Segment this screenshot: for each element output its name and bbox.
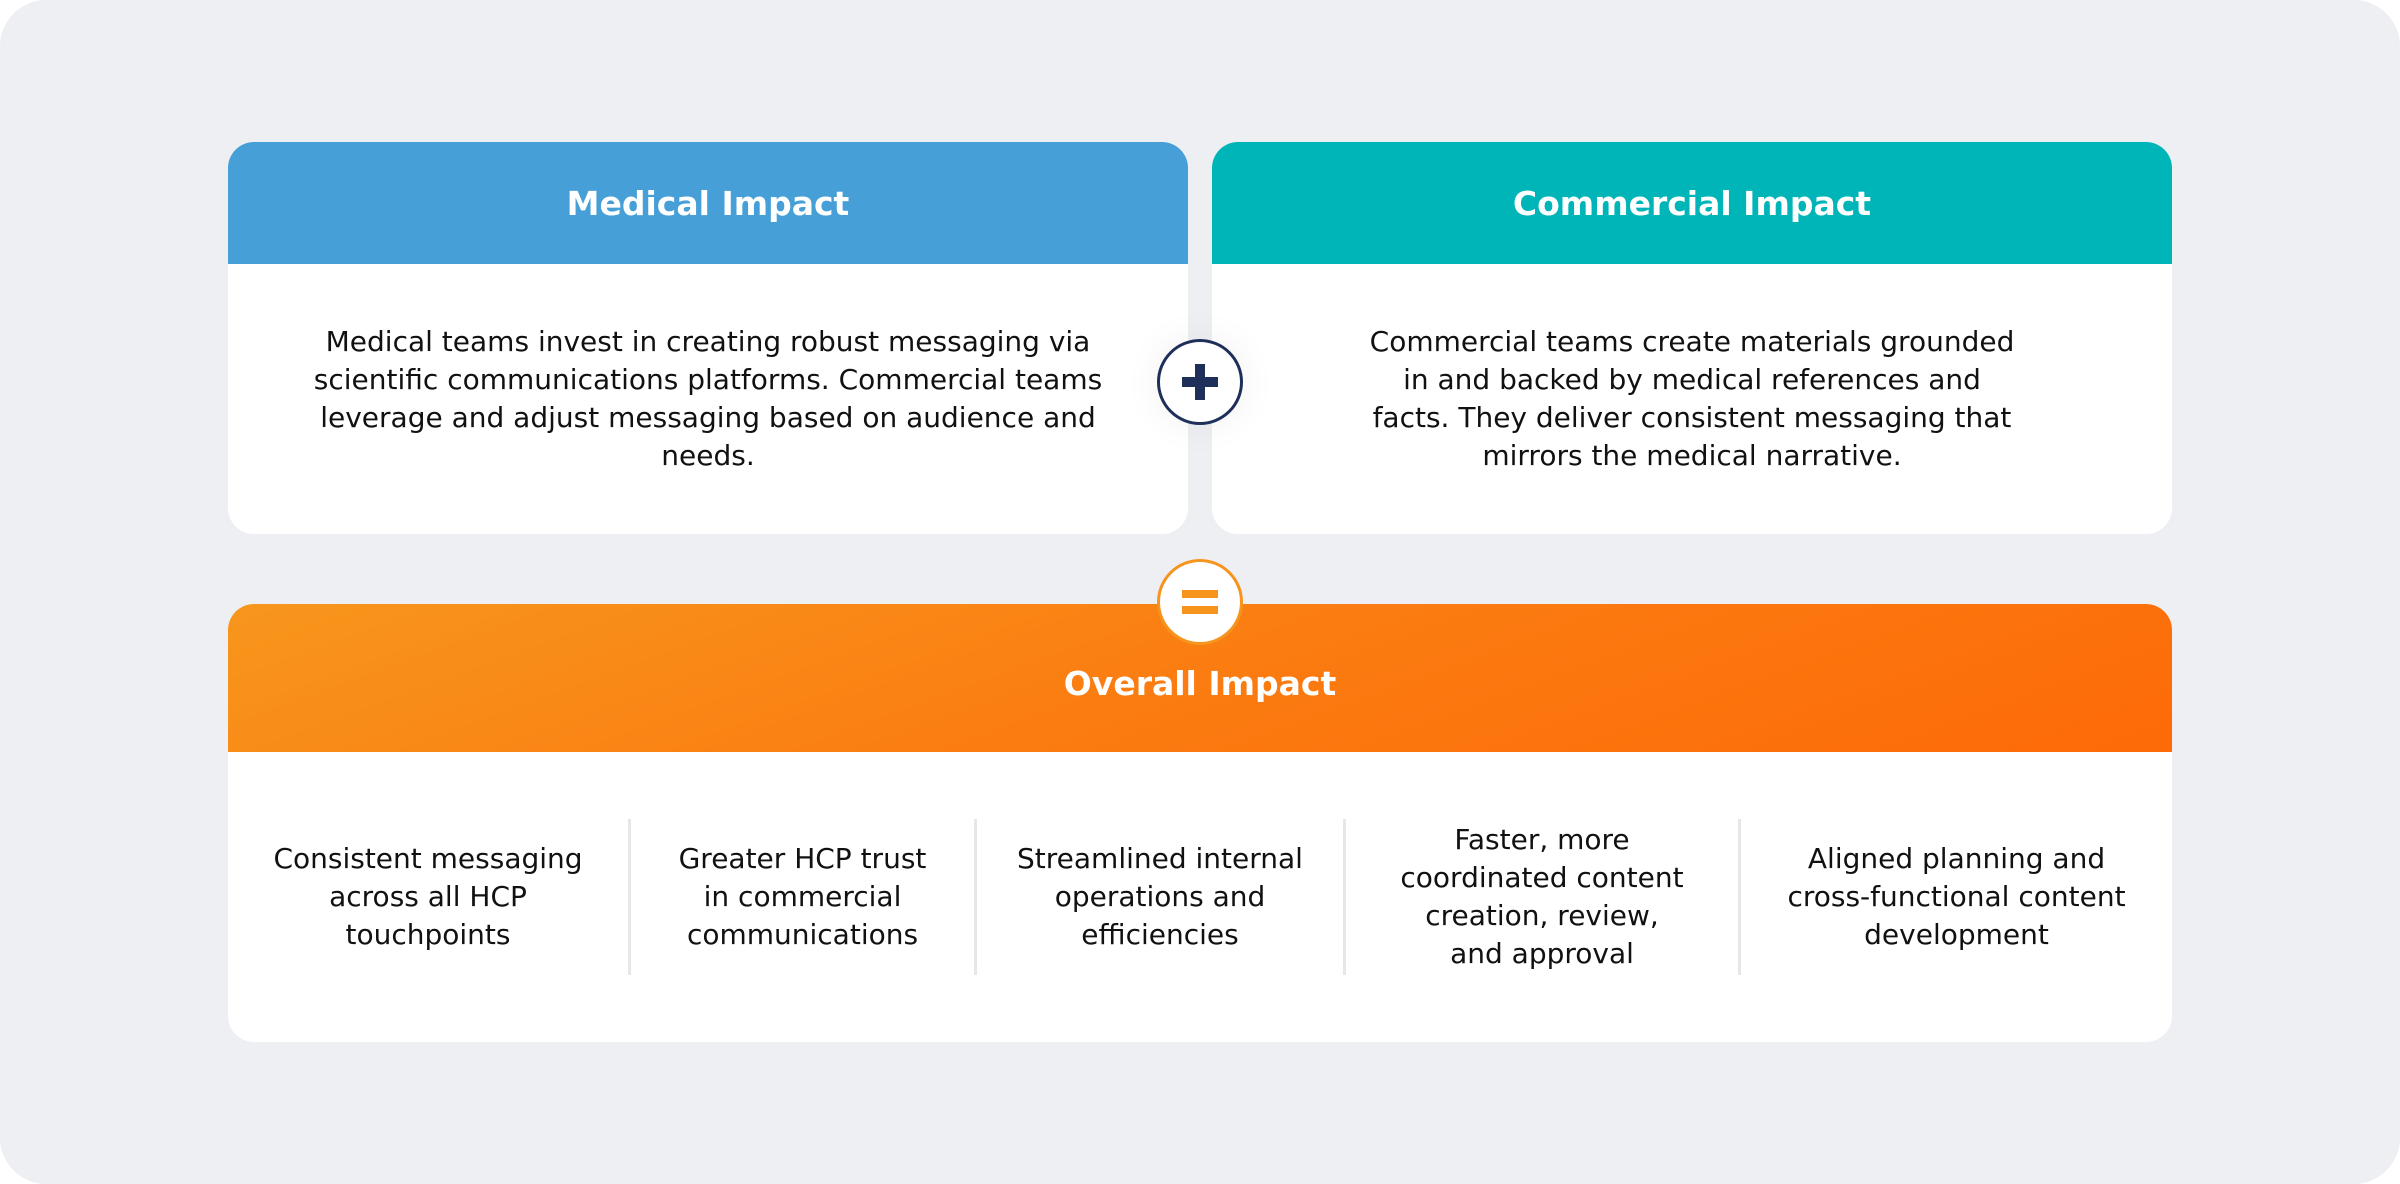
plus-icon: [1157, 339, 1243, 425]
medical-impact-card: Medical Impact Medical teams invest in c…: [228, 142, 1188, 534]
commercial-impact-title: Commercial Impact: [1212, 142, 2172, 264]
commercial-impact-text: Commercial teams create materials ground…: [1369, 325, 2015, 472]
divider: [1343, 819, 1346, 975]
medical-impact-title: Medical Impact: [228, 142, 1188, 264]
overall-item: Faster, more coordinated content creatio…: [1400, 823, 1684, 970]
overall-item: Consistent messaging across all HCP touc…: [273, 842, 583, 951]
overall-item: Aligned planning and cross-functional co…: [1787, 842, 2126, 951]
equals-icon: [1157, 559, 1243, 645]
medical-impact-text: Medical teams invest in creating robust …: [313, 325, 1103, 472]
divider: [1738, 819, 1741, 975]
divider: [974, 819, 977, 975]
overall-impact-card: Overall Impact Consistent messaging acro…: [228, 604, 2172, 1042]
divider: [628, 819, 631, 975]
overall-item: Streamlined internal operations and effi…: [1017, 842, 1303, 951]
commercial-impact-card: Commercial Impact Commercial teams creat…: [1212, 142, 2172, 534]
overall-item: Greater HCP trust in commercial communic…: [678, 842, 927, 951]
